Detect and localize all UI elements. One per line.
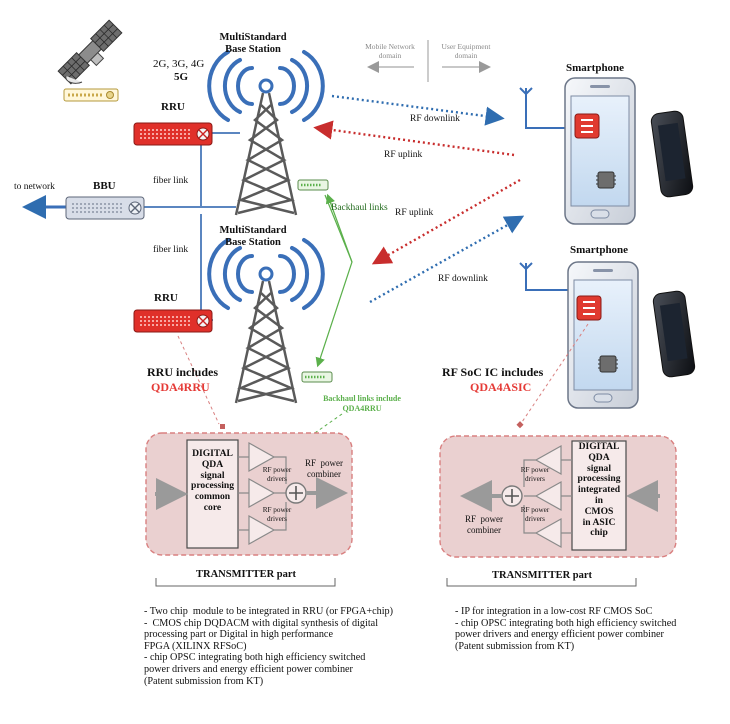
backhaul-to-transmitter-connector [311,413,343,436]
smartphone-top [519,77,636,225]
generations-label: 2G, 3G, 4G [153,58,205,70]
iphone-icon-top [650,110,694,198]
rf-downlink-bottom-label: RF downlink [438,274,488,284]
backhaul-links-label: Backhaul links [331,203,388,213]
bbu-label: BBU [93,180,116,192]
base-station-tower-top [207,50,325,216]
right-core-label: DIGITAL QDA signal processing integrated… [577,441,621,539]
right-combiner-label: RF power combiner [465,514,503,535]
backhaul-include-label: Backhaul links include QDA4RRU [323,394,401,413]
right-brace [446,578,637,587]
backhaul-unit-bottom [301,371,333,383]
smartphone-bottom [519,261,639,409]
satellite-icon [57,19,123,85]
smartphone-top-label: Smartphone [566,62,625,74]
left-drivers-label: RF power drivers [262,466,292,483]
right-transmitter-block [439,435,677,558]
chip-to-transmitter-connector [521,323,589,423]
fiber-link-top-label: fiber link [153,176,189,186]
rf-soc-includes-label: RF SoC IC includes [442,365,544,379]
left-notes: - Two chip module to be integrated in RR… [144,606,394,687]
left-brace [155,578,336,587]
connector-dot [220,424,225,429]
qda4rru-label: QDA4RRU [151,380,210,394]
left-drivers-label-2: RF power drivers [262,506,292,523]
rru-includes-label: RRU includes [147,365,219,379]
connector-dot [516,421,524,429]
left-transmitter-block [145,432,353,556]
domain-divider [367,40,491,82]
right-transmitter-caption: TRANSMITTER part [492,570,593,581]
left-combiner-label: RF power combiner [305,458,343,479]
rf-downlink-top-label: RF downlink [410,114,460,124]
rf-uplink-top-label: RF uplink [384,150,423,160]
rru-top-unit [133,122,213,146]
right-drivers-label-2: RF power drivers [520,506,550,523]
rf-uplink-bottom-arrow [371,178,521,265]
rru-bottom-unit [133,309,213,333]
ue-domain-label: User Equipment domain [441,42,491,60]
rru-bottom-label: RRU [154,292,178,304]
base-station-top-label: MultiStandard Base Station [219,32,287,55]
qda4asic-label: QDA4ASIC [470,380,532,394]
5g-label: 5G [174,71,189,83]
rf-uplink-bottom-label: RF uplink [395,208,434,218]
bbu-unit [65,196,145,220]
base-station-tower-bottom [207,238,325,404]
to-network-label: to network [14,182,55,192]
smartphone-bottom-label: Smartphone [570,244,629,256]
satellite-terminal-icon [63,88,119,102]
right-notes: - IP for integration in a low-cost RF CM… [455,606,677,652]
right-drivers-label: RF power drivers [520,466,550,483]
rf-downlink-bottom-arrow [369,215,525,304]
backhaul-unit-top [297,179,329,191]
mobile-domain-label: Mobile Network domain [365,42,415,60]
fiber-link-bottom-label: fiber link [153,245,189,255]
left-transmitter-caption: TRANSMITTER part [196,569,297,580]
base-station-bottom-label: MultiStandard Base Station [219,225,287,248]
backhaul-link [315,193,353,368]
iphone-icon-bottom [652,290,696,378]
rru-top-label: RRU [161,101,185,113]
left-core-label: DIGITAL QDA signal processing common cor… [191,448,234,513]
rf-downlink-top-arrow [331,94,505,126]
rru-to-transmitter-connector [177,335,220,425]
